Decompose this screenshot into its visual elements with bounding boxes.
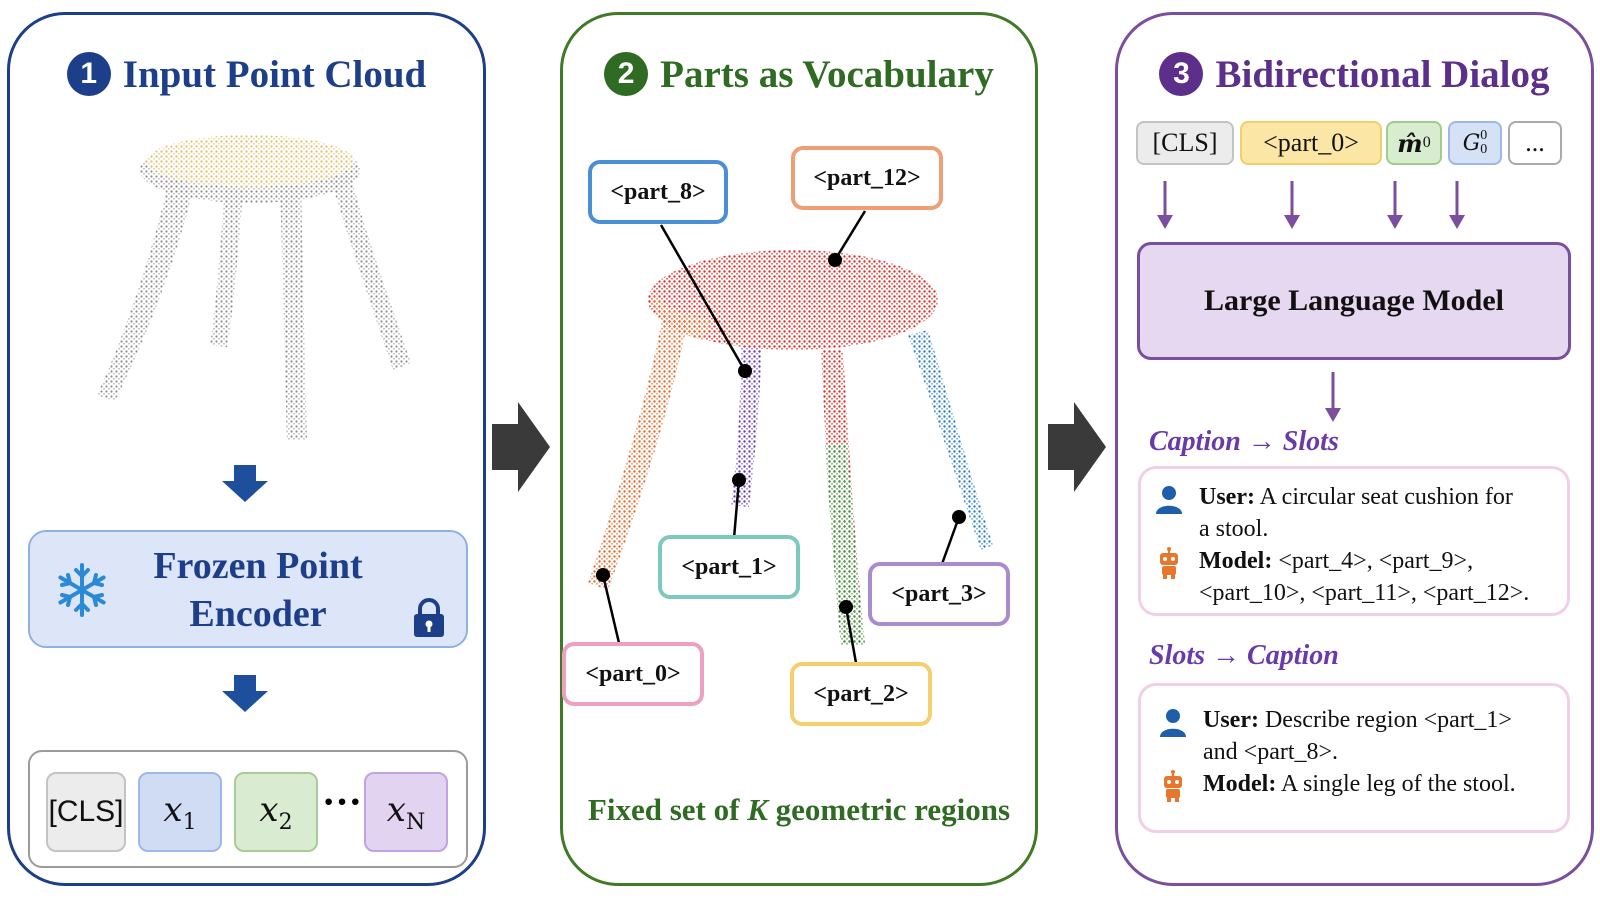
section-caption-to-slots: Caption → Slots [1149,426,1339,457]
dialog1-model: Model: <part_4>, <part_9>, [1199,548,1474,574]
user-icon [1160,709,1186,737]
frozen-point-encoder: Frozen Point Encoder [28,530,468,648]
panel-title: 3 Bidirectional Dialog [1118,51,1591,99]
panel-bidirectional-dialog: 3 Bidirectional Dialog [CLS] <part_0> m̂0… [1115,12,1594,886]
robot-icon [1160,547,1178,579]
panel-input-point-cloud: 1 Input Point Cloud [7,12,486,886]
token-sequence: [CLS] x1 x2 ··· xN [28,750,468,868]
leader-lines [596,210,966,664]
robot-icon [1164,770,1182,802]
dialog1-user: User: A circular seat cushion for [1199,484,1513,510]
cls-token: [CLS] [46,772,126,852]
token-xn: xN [364,772,448,852]
right-arrow-icon [492,402,550,492]
dialog1-user-cont: a stool. [1199,516,1269,542]
down-arrow-icon [222,675,268,712]
segmented-stool [588,250,993,645]
panel-title-text: Input Point Cloud [122,53,427,96]
panel-title: 1 Input Point Cloud [10,51,483,99]
section-slots-to-caption: Slots → Caption [1149,640,1339,671]
token-x1: x1 [138,772,222,852]
input-token-cls: [CLS] [1136,121,1234,165]
panel-parts-as-vocabulary: 2 Parts as Vocabulary [560,12,1038,886]
input-arrows [1157,181,1465,229]
large-language-model: Large Language Model [1137,242,1571,360]
user-icon [1156,486,1182,514]
panel-title-text: Bidirectional Dialog [1215,53,1550,96]
dialog-caption-to-slots: User: A circular seat cushion for a stoo… [1138,466,1570,616]
encoder-label: Frozen Point Encoder [153,545,363,635]
token-ellipsis: ··· [321,779,363,824]
snowflake-icon [58,563,106,617]
part-label-0: <part_0> [562,642,704,706]
step-number-badge: 2 [604,52,649,96]
dialog2-user-cont: and <part_8>. [1203,739,1339,765]
token-x2: x2 [234,772,318,852]
output-arrow [1325,372,1341,422]
dialog2-model: Model: A single leg of the stool. [1203,771,1516,797]
panel-title: 2 Parts as Vocabulary [563,51,1035,99]
down-arrow-icon [222,465,268,502]
panel-title-text: Parts as Vocabulary [660,53,994,96]
lock-icon [414,598,444,637]
stool-point-cloud [97,135,411,440]
right-arrow-icon [1048,402,1106,492]
input-token-part0: <part_0> [1240,121,1382,165]
step-number-badge: 1 [66,52,111,96]
part-label-3: <part_3> [868,562,1010,626]
part-label-8: <part_8> [588,160,728,224]
input-token-mask: m̂0 [1386,121,1442,165]
vocabulary-caption: Fixed set of K geometric regions [587,792,1011,827]
part-label-2: <part_2> [790,662,932,726]
part-label-1: <part_1> [658,535,800,599]
step-number-badge: 3 [1159,52,1204,96]
input-token-more: ... [1508,121,1562,165]
dialog1-model-cont: <part_10>, <part_11>, <part_12>. [1199,580,1530,606]
dialog2-user: User: Describe region <part_1> [1203,707,1512,733]
dialog-slots-to-caption: User: Describe region <part_1> and <part… [1138,683,1570,833]
part-label-12: <part_12> [791,146,943,210]
